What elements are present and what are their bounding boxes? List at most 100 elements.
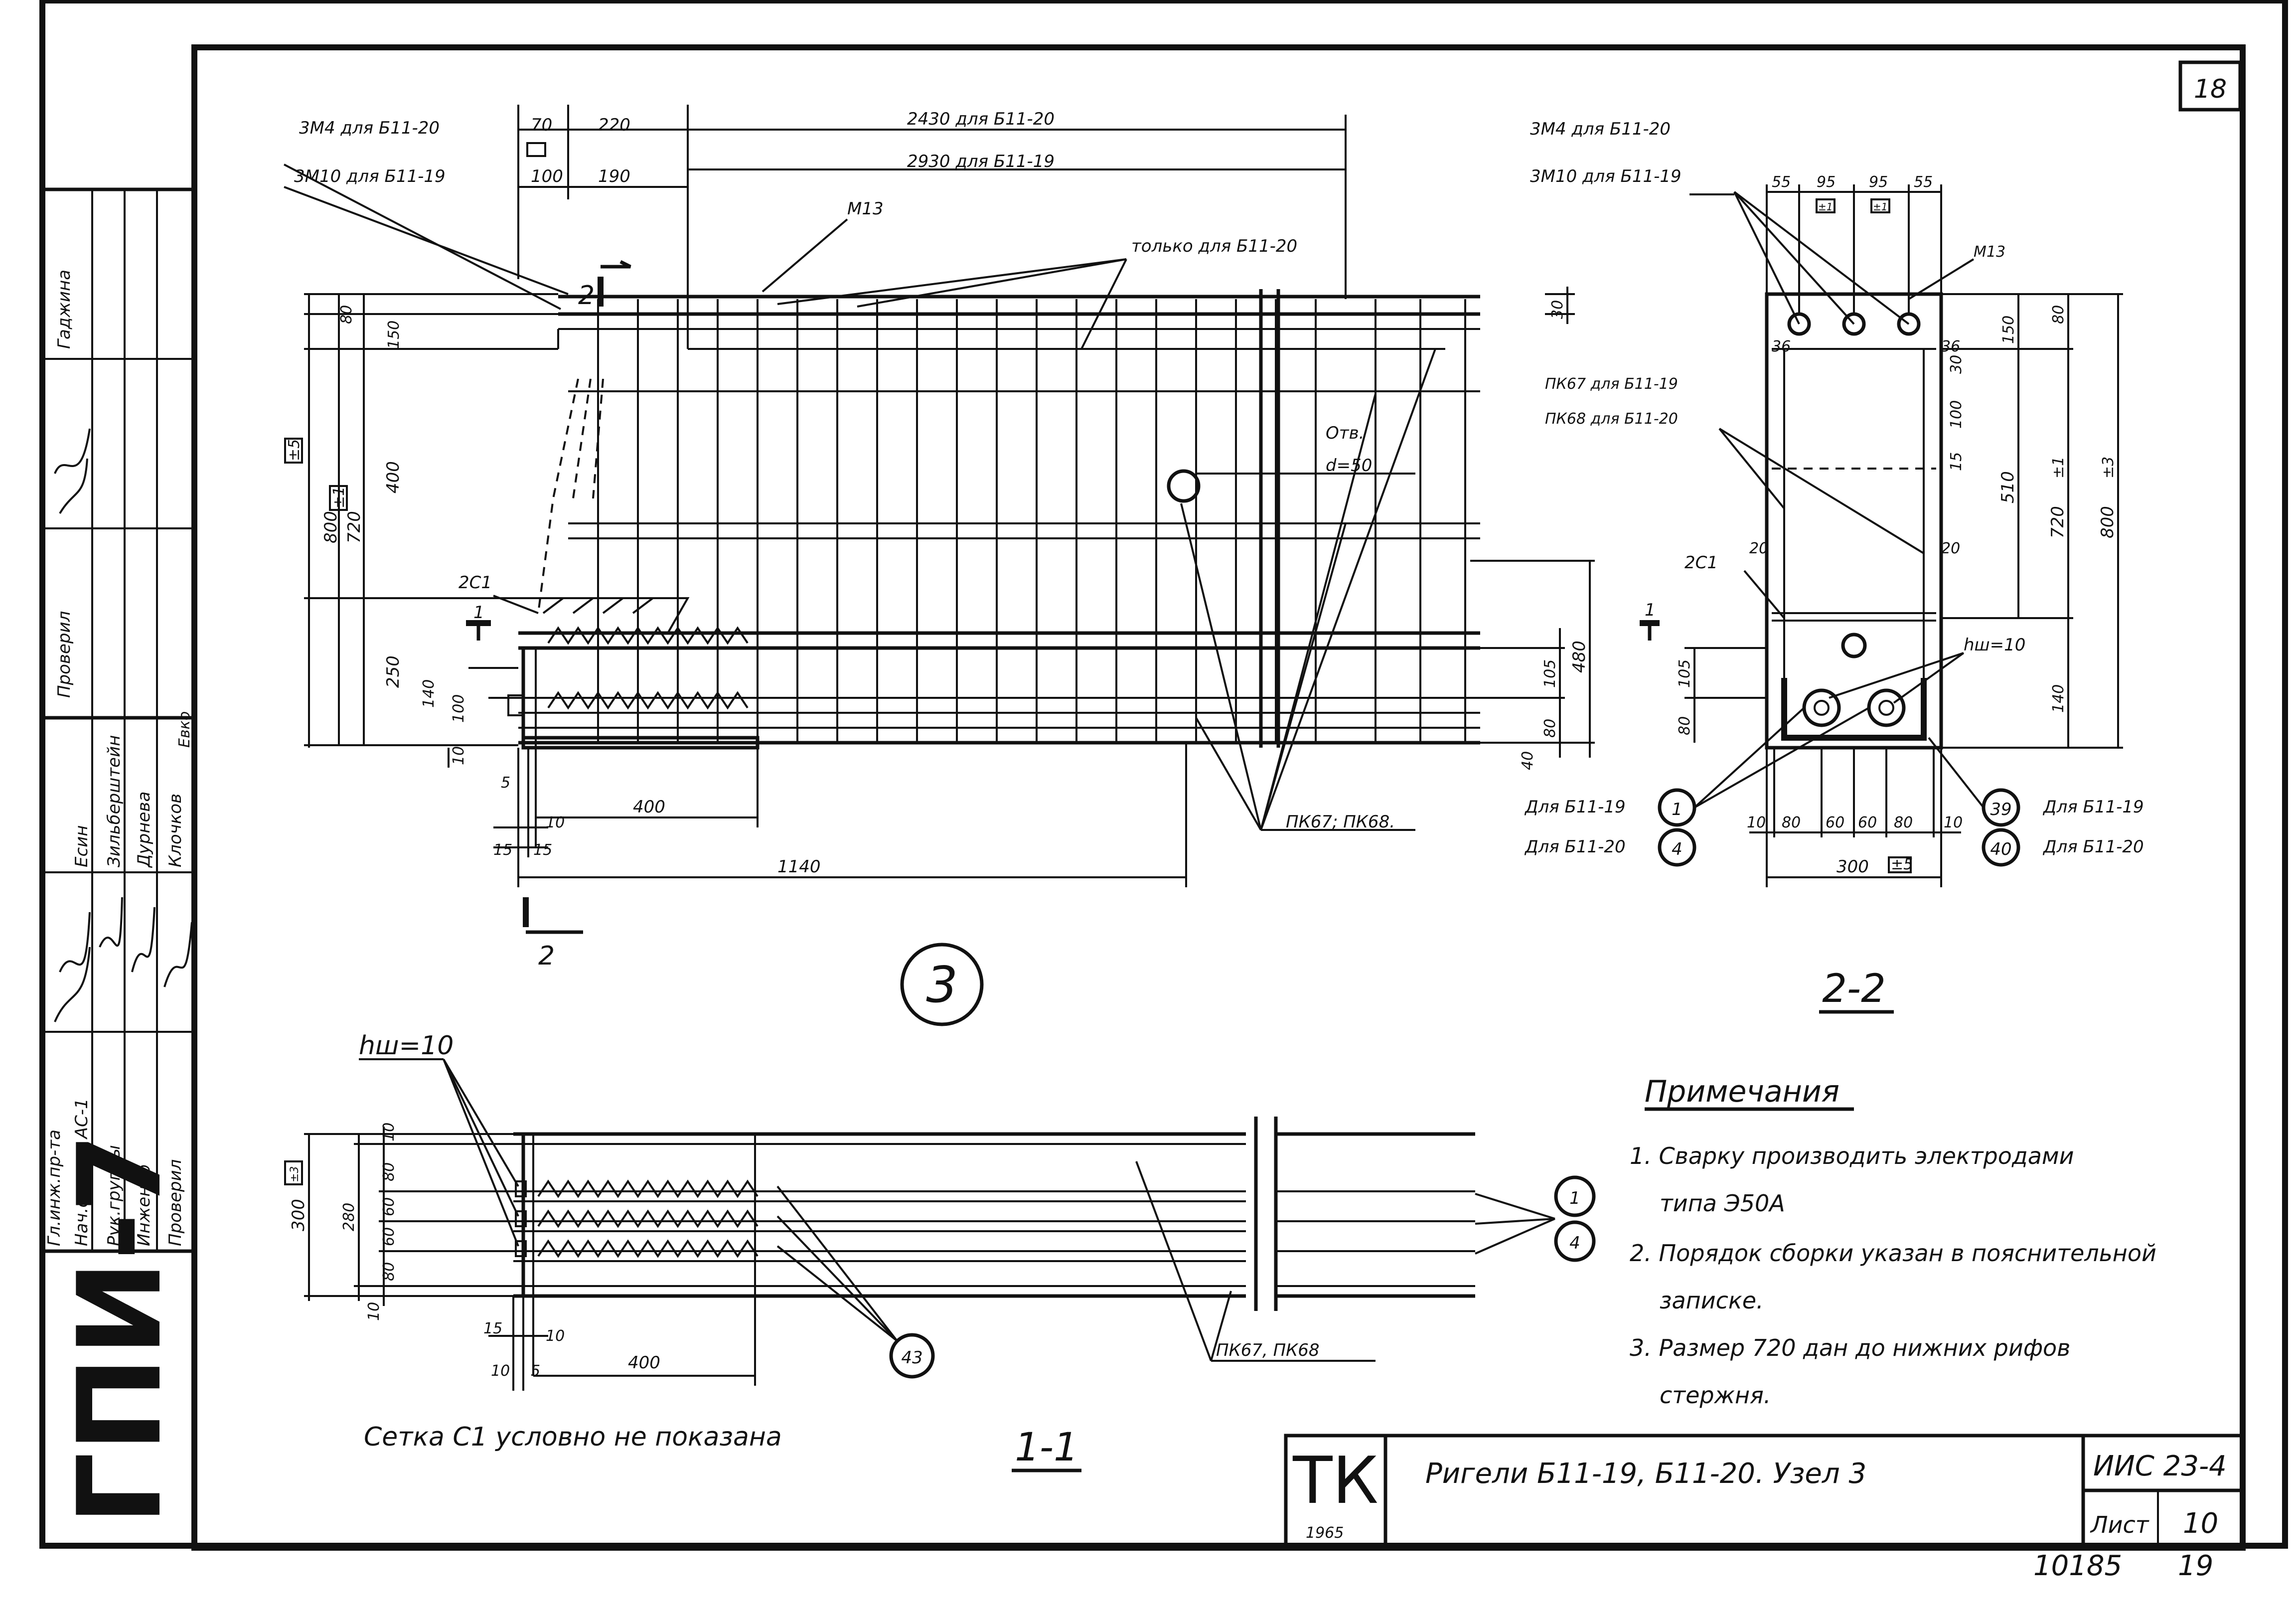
dimension: 80 (1676, 716, 1693, 735)
note-line: 3. Размер 720 дан до нижних рифов (1630, 1334, 2070, 1361)
section-title: 1-1 (1015, 1425, 1078, 1470)
stamp-role: Гл.инж.пр-та (44, 1130, 64, 1246)
dimension: 2930 для Б11-19 (907, 152, 1055, 171)
dimension: 10 (546, 1327, 565, 1345)
position-label: Для Б11-19 (1524, 797, 1626, 817)
position-number: 43 (901, 1348, 922, 1368)
dimension: 20 (1749, 540, 1768, 557)
dimension: 400 (633, 797, 665, 817)
position-number: 40 (1990, 839, 2011, 859)
dimension: 60 (380, 1197, 398, 1216)
dimension: 10 (1747, 814, 1766, 831)
dimension: 100 (531, 166, 563, 186)
dimension: 720 (2048, 506, 2068, 538)
stamp-header-a: Гаджина (54, 270, 74, 349)
sheet-label: Лист (2090, 1511, 2149, 1538)
note-line: 1. Сварку производить электродами (1630, 1142, 2074, 1169)
dimension: 70 (531, 115, 552, 135)
dimension: 1140 (777, 857, 821, 877)
dimension: 95 (1869, 173, 1888, 191)
stamp-role: Проверил (165, 1159, 185, 1246)
dimension: 55 (1772, 173, 1791, 191)
dimension: 15 (1948, 452, 1965, 471)
dimension: 30 (1948, 355, 1965, 374)
dimension: 10 (450, 746, 467, 765)
rebar-label: ПК67 для Б11-19 (1545, 375, 1678, 393)
tolerance: ±5 (1891, 856, 1913, 873)
notes-block: Примечания 1. Сварку производить электро… (1630, 1074, 2156, 1409)
dimension: 800 (2098, 506, 2118, 538)
node-marker: 3 (900, 943, 984, 1026)
inner-frame (191, 44, 2246, 1551)
dimension: 80 (338, 305, 355, 324)
part-mark: 2С1 (1684, 553, 1718, 573)
dimension: 100 (1948, 400, 1965, 429)
dimension: 510 (1998, 471, 2018, 503)
tolerance: ±1 (1818, 201, 1833, 213)
dimension: 10 (491, 1362, 510, 1380)
rebar-label: М13 (847, 199, 884, 219)
dimension: 80 (380, 1162, 398, 1181)
dimension: 150 (2000, 316, 2017, 344)
stamp-name: Дурнева (134, 792, 154, 868)
tolerance: ±1 (1873, 201, 1887, 213)
sheet-no: 10 (2183, 1507, 2218, 1540)
dimension: 80 (2050, 305, 2067, 324)
rebar-label: ПК68 для Б11-20 (1545, 410, 1678, 428)
dimension: 2430 для Б11-20 (907, 109, 1055, 129)
title-block: ТК 1965 Ригели Б11-19, Б11-20. Узел 3 ИИ… (1284, 1434, 2245, 1582)
dimension: 140 (420, 679, 438, 708)
dimension: 80 (380, 1262, 398, 1281)
hole-circle (1167, 469, 1201, 503)
note-line: типа Э50А (1660, 1190, 1785, 1217)
footer-number: 19 (2178, 1550, 2213, 1582)
tolerance: ±1 (330, 487, 348, 508)
notes-heading: Примечания (1645, 1074, 1839, 1109)
tolerance: ±1 (2050, 457, 2067, 479)
dimension: 190 (598, 166, 630, 186)
series-code: ИИС 23-4 (2093, 1450, 2227, 1482)
section-mark: 1 (473, 603, 484, 623)
dimension: 20 (1941, 540, 1960, 557)
dimension: 15 (493, 841, 512, 859)
weld-label: hш=10 (1964, 635, 2025, 655)
dimension: 10 (1944, 814, 1963, 831)
rebar-label: ПК67; ПК68. (1286, 812, 1395, 832)
stamp-name: Евко (176, 711, 193, 748)
dimension: 300 (1837, 857, 1869, 877)
note-line: стержня. (1660, 1382, 1771, 1409)
dimension: 220 (598, 115, 630, 135)
dimension: 55 (1914, 173, 1933, 191)
section-mark: 1 (1645, 600, 1656, 620)
dimension: 400 (628, 1353, 660, 1373)
stamp-name: Есин (72, 825, 92, 867)
rebar-label: 3М10 для Б11-19 (294, 166, 446, 186)
dimension: 720 (344, 511, 364, 543)
rebar-label: 3М10 для Б11-19 (1530, 166, 1682, 186)
rebar-label: 3М4 для Б11-20 (1530, 119, 1671, 139)
tolerance: ±5 (286, 439, 303, 461)
dimension: 40 (1519, 751, 1536, 770)
section-2-2: 55 95 95 55 ±1 ±1 3М4 для Б11-20 3М10 дл… (1524, 119, 2144, 1014)
signature (54, 428, 91, 514)
stamp-name: Зильберштейн (104, 735, 124, 867)
dimension: 10 (365, 1302, 383, 1321)
position-number: 4 (1672, 839, 1683, 859)
stamp-header-b: Проверил (54, 611, 74, 698)
dimension: 150 (385, 321, 403, 349)
dimension: 36 (1772, 338, 1791, 355)
dimension: 10 (546, 814, 565, 831)
dimension: 30 (1549, 300, 1566, 319)
dimension: 80 (1541, 719, 1559, 738)
dimension: 15 (533, 841, 552, 859)
drawing-title: Ригели Б11-19, Б11-20. Узел 3 (1425, 1458, 1866, 1490)
weld-label: hш=10 (359, 1031, 454, 1061)
section-title: 2-2 (1822, 967, 1885, 1011)
position-label: Для Б11-19 (2042, 797, 2144, 817)
rebar-label: 3М4 для Б11-20 (299, 118, 440, 138)
signature (99, 897, 123, 948)
year: 1965 (1306, 1524, 1344, 1542)
node-number: 3 (926, 956, 958, 1014)
position-number: 39 (1990, 800, 2011, 819)
dimension: 5 (531, 1362, 540, 1380)
